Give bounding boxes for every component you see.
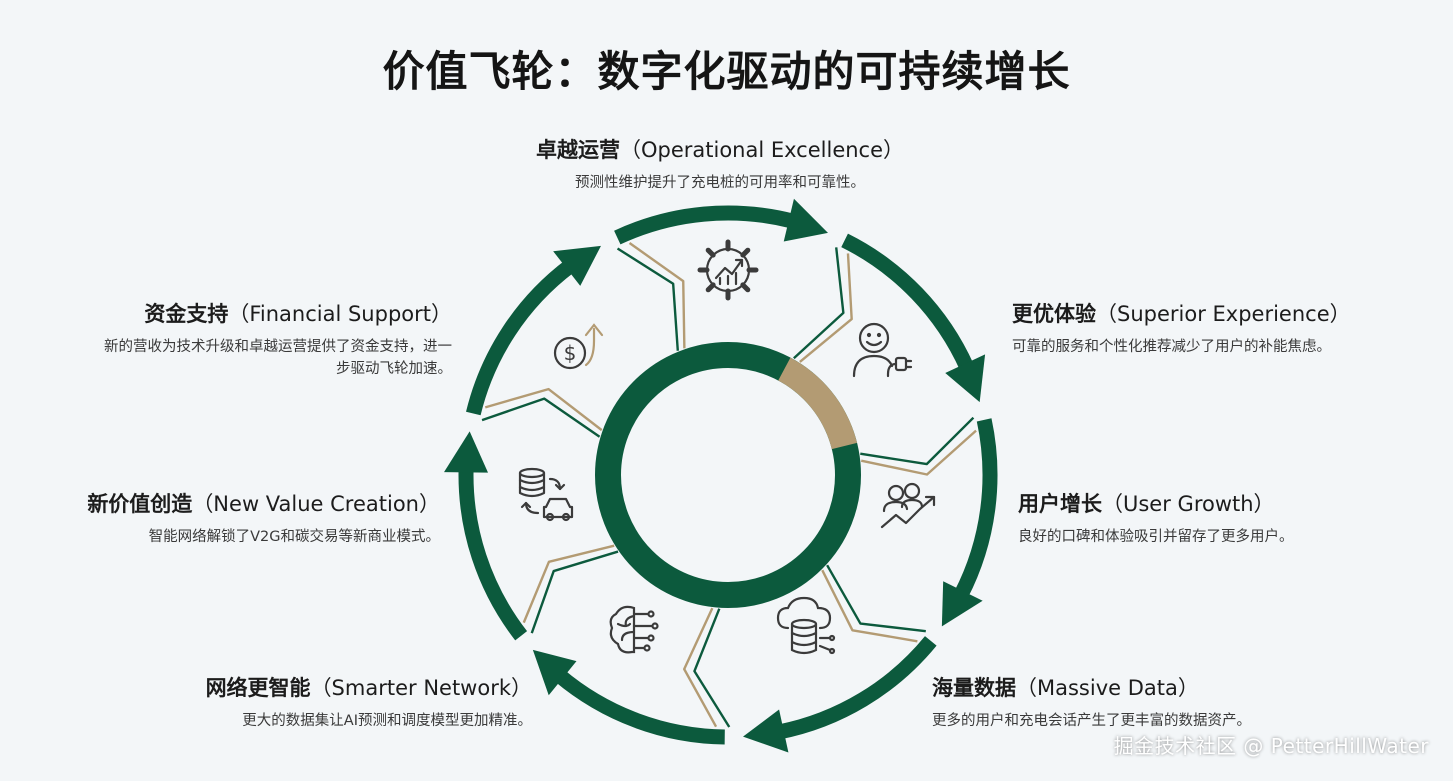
arrowhead — [743, 709, 789, 753]
segment-divider — [481, 397, 601, 438]
segment-divider — [826, 564, 926, 633]
users-growth-icon — [880, 482, 936, 529]
segment-title: 资金支持 — [144, 302, 229, 326]
cycle-arrow — [777, 636, 937, 740]
segment-label-new-value-creation: 新价值创造（New Value Creation） 智能网络解锁了V2G和碳交易… — [10, 488, 440, 548]
segment-description: 新的营收为技术升级和卓越运营提供了资金支持，进一步驱动飞轮加速。 — [104, 339, 452, 378]
segment-description: 智能网络解锁了V2G和碳交易等新商业模式。 — [148, 529, 440, 545]
segment-title: 新价值创造 — [87, 492, 193, 516]
page-title: 价值飞轮：数字化驱动的可持续增长 — [382, 47, 1071, 96]
segment-divider — [793, 247, 845, 360]
segment-title-en: （Smarter Network） — [310, 676, 532, 700]
smiling-user-plug-icon — [852, 322, 913, 378]
segment-title: 用户增长 — [1018, 492, 1102, 516]
segment-title: 网络更智能 — [205, 676, 311, 700]
segment-divider — [530, 550, 619, 634]
segment-divider-tan — [484, 387, 603, 432]
segment-title-en: （Operational Excellence） — [619, 138, 905, 162]
arrowhead — [532, 649, 577, 696]
arrowhead — [941, 581, 983, 627]
segment-label-user-growth: 用户增长（User Growth） 良好的口碑和体验吸引并留存了更多用户。 — [1018, 488, 1418, 548]
cycle-arrow — [554, 669, 725, 745]
segment-divider-tan — [860, 429, 977, 476]
arrowhead — [553, 245, 601, 286]
segment-divider-tan — [799, 253, 853, 363]
segment-divider — [860, 416, 975, 466]
segment-title-en: （New Value Creation） — [192, 492, 440, 516]
segment-description: 可靠的服务和个性化推荐减少了用户的补能焦虑。 — [1012, 339, 1331, 355]
segment-divider-tan — [522, 544, 615, 624]
cycle-arrow — [466, 259, 575, 416]
segment-description: 预测性维护提升了充电桩的可用率和可靠性。 — [575, 175, 865, 191]
cycle-arrow — [614, 205, 796, 245]
arrowhead — [945, 354, 986, 403]
cloud-database-icon — [776, 596, 836, 655]
segment-label-financial-support: 资金支持（Financial Support） 新的营收为技术升级和卓越运营提供… — [100, 298, 452, 381]
segment-label-superior-experience: 更优体验（Superior Experience） 可靠的服务和个性化推荐减少了… — [1012, 298, 1412, 358]
cycle-arrow — [841, 233, 974, 371]
cycle-arrow — [458, 467, 528, 641]
segment-title-en: （Massive Data） — [1016, 676, 1199, 700]
segment-divider-tan — [683, 607, 718, 728]
watermark: 掘金技术社区 @ PetterHillWater — [1113, 734, 1429, 758]
segment-title: 更优体验 — [1012, 302, 1096, 326]
segment-description: 更多的用户和充电会话产生了更丰富的数据资产。 — [932, 713, 1251, 729]
segment-divider-tan — [628, 242, 686, 349]
segment-divider-tan — [821, 569, 918, 643]
segment-label-smarter-network: 网络更智能（Smarter Network） 更大的数据集让AI预测和调度模型更… — [112, 672, 532, 732]
arrowhead — [783, 198, 828, 242]
segment-title-en: （User Growth） — [1102, 492, 1275, 516]
hub-ring — [595, 342, 861, 608]
segment-title: 卓越运营 — [535, 138, 620, 162]
segment-divider — [693, 608, 731, 728]
hub-highlight — [777, 357, 858, 450]
database-car-exchange-icon — [518, 467, 574, 522]
arrowhead — [444, 431, 489, 473]
ai-brain-icon — [609, 605, 659, 654]
segment-title-en: （Superior Experience） — [1096, 302, 1351, 326]
dollar-growth-icon: $ — [553, 323, 604, 370]
segment-description: 更大的数据集让AI预测和调度模型更加精准。 — [242, 713, 532, 729]
segment-title: 海量数据 — [932, 676, 1016, 700]
segment-label-massive-data: 海量数据（Massive Data） 更多的用户和充电会话产生了更丰富的数据资产… — [932, 672, 1352, 732]
segment-description: 良好的口碑和体验吸引并留存了更多用户。 — [1018, 529, 1294, 545]
cycle-arrow — [954, 418, 998, 599]
segment-divider — [616, 247, 680, 351]
segment-label-operational-excellence: 卓越运营（Operational Excellence） 预测性维护提升了充电桩… — [500, 134, 940, 194]
svg-text:$: $ — [564, 341, 577, 365]
segment-title-en: （Financial Support） — [228, 302, 452, 326]
gear-chart-icon — [697, 239, 759, 301]
